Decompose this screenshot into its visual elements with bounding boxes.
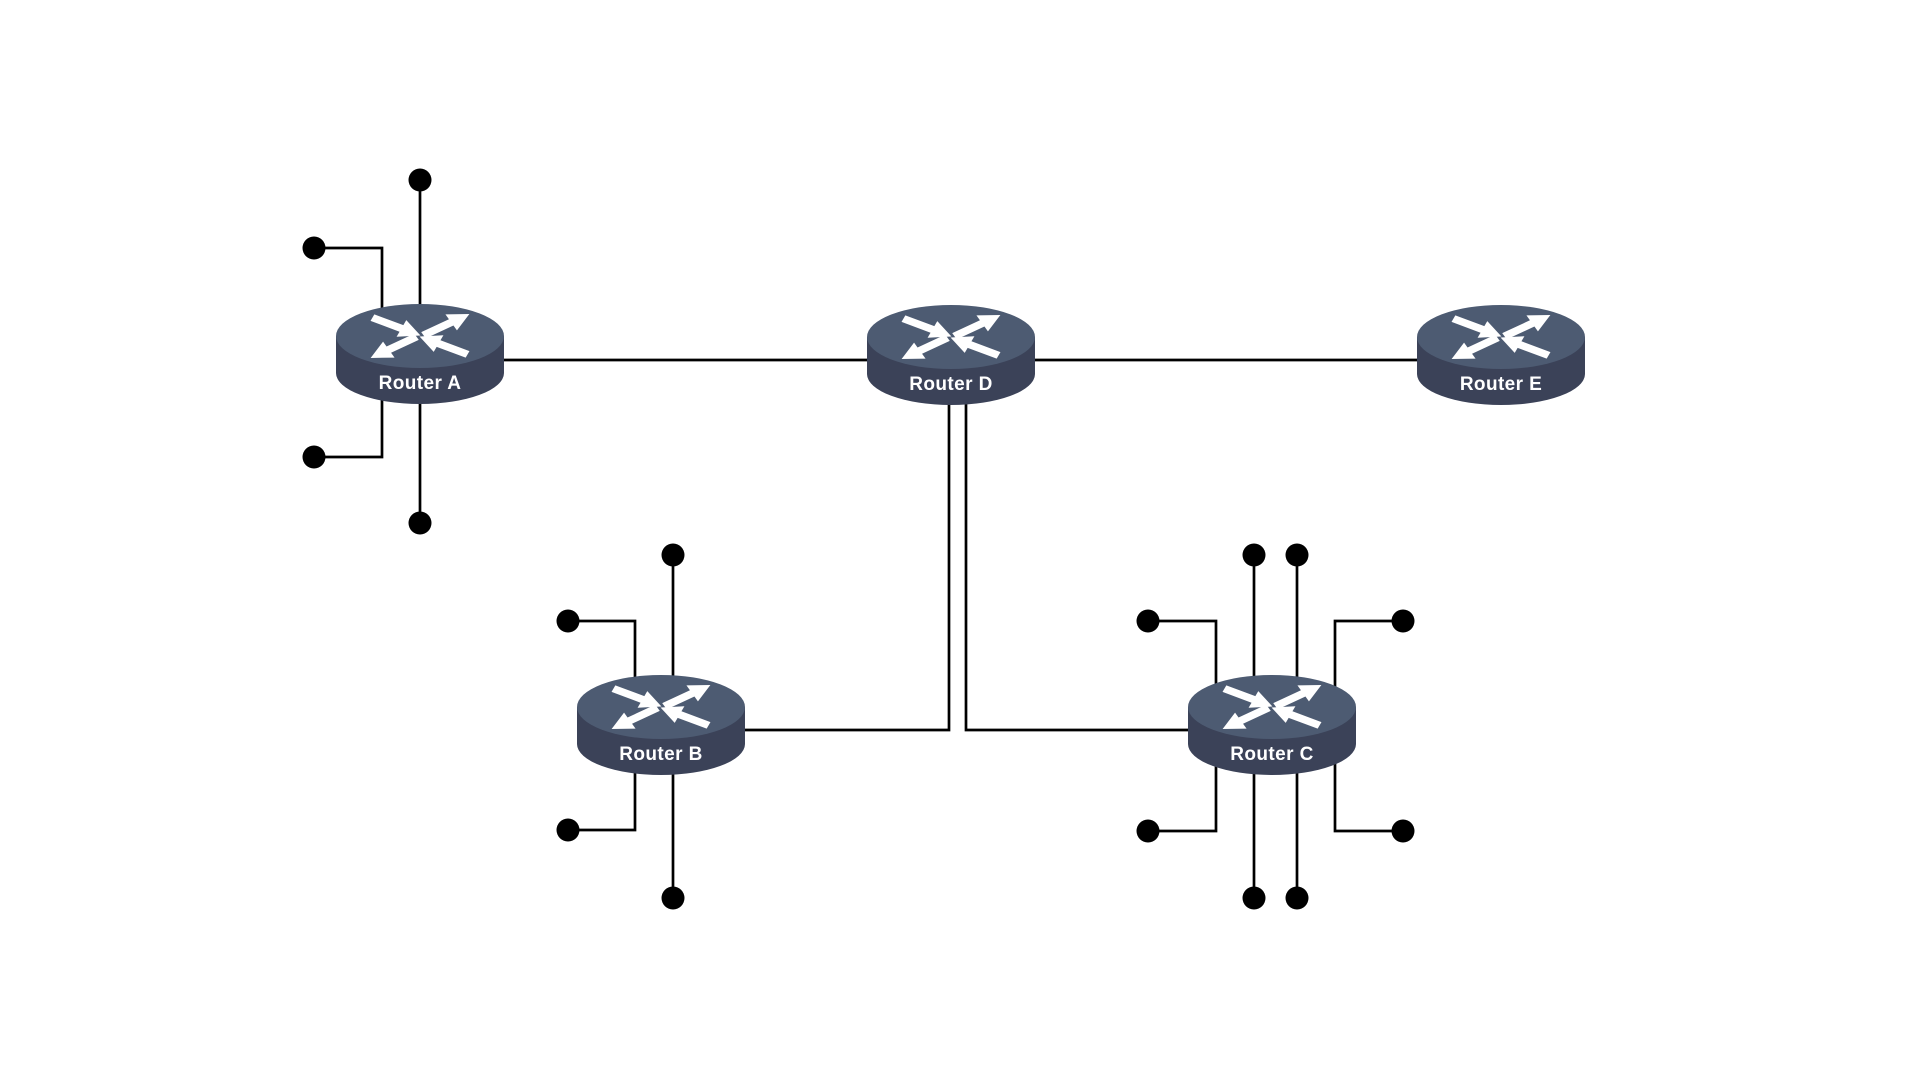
router-node-c[interactable]: Router C (1187, 674, 1357, 776)
endpoint-link-c-lower-left (1148, 743, 1218, 833)
endpoint-dot[interactable] (1391, 609, 1415, 633)
router-label: Router D (909, 374, 992, 395)
router-icon: Router A (336, 304, 504, 404)
router-cylinder-top (1417, 305, 1585, 369)
endpoint-dot[interactable] (302, 236, 326, 260)
link-routerD-routerB (661, 385, 951, 732)
endpoint-dot[interactable] (1285, 886, 1309, 910)
router-icon: Router B (577, 675, 745, 775)
router-label: Router B (619, 744, 702, 765)
router-icon: Router E (1417, 305, 1585, 405)
router-cylinder-top (336, 304, 504, 368)
router-arrows-icon (370, 313, 470, 359)
router-cylinder-top (867, 305, 1035, 369)
router-arrows-icon (611, 684, 711, 730)
router-node-b[interactable]: Router B (576, 674, 746, 776)
endpoint-dot[interactable] (661, 886, 685, 910)
router-cylinder-top (1188, 675, 1356, 739)
endpoint-dot[interactable] (302, 445, 326, 469)
endpoint-dot[interactable] (1242, 886, 1266, 910)
router-icon: Router C (1188, 675, 1356, 775)
router-label: Router A (379, 373, 462, 394)
endpoint-dot[interactable] (408, 168, 432, 192)
router-node-d[interactable]: Router D (866, 304, 1036, 406)
router-arrows-icon (1451, 314, 1551, 360)
endpoint-dot[interactable] (408, 511, 432, 535)
link-routerD-routerC (964, 385, 1272, 732)
router-icon: Router D (867, 305, 1035, 405)
endpoint-dot[interactable] (556, 609, 580, 633)
endpoint-dot[interactable] (1285, 543, 1309, 567)
router-label: Router C (1230, 744, 1313, 765)
endpoint-dot[interactable] (1136, 819, 1160, 843)
endpoint-dot[interactable] (661, 543, 685, 567)
router-node-a[interactable]: Router A (335, 303, 505, 405)
endpoint-dot[interactable] (556, 818, 580, 842)
endpoint-dot[interactable] (1136, 609, 1160, 633)
router-cylinder-top (577, 675, 745, 739)
endpoint-link-c-upper-right (1333, 619, 1403, 716)
router-arrows-icon (1222, 684, 1322, 730)
router-arrows-icon (901, 314, 1001, 360)
router-node-e[interactable]: Router E (1416, 304, 1586, 406)
endpoint-link-c-lower-right (1333, 743, 1403, 833)
endpoint-dot[interactable] (1391, 819, 1415, 843)
endpoint-dot[interactable] (1242, 543, 1266, 567)
router-label: Router E (1460, 374, 1542, 395)
